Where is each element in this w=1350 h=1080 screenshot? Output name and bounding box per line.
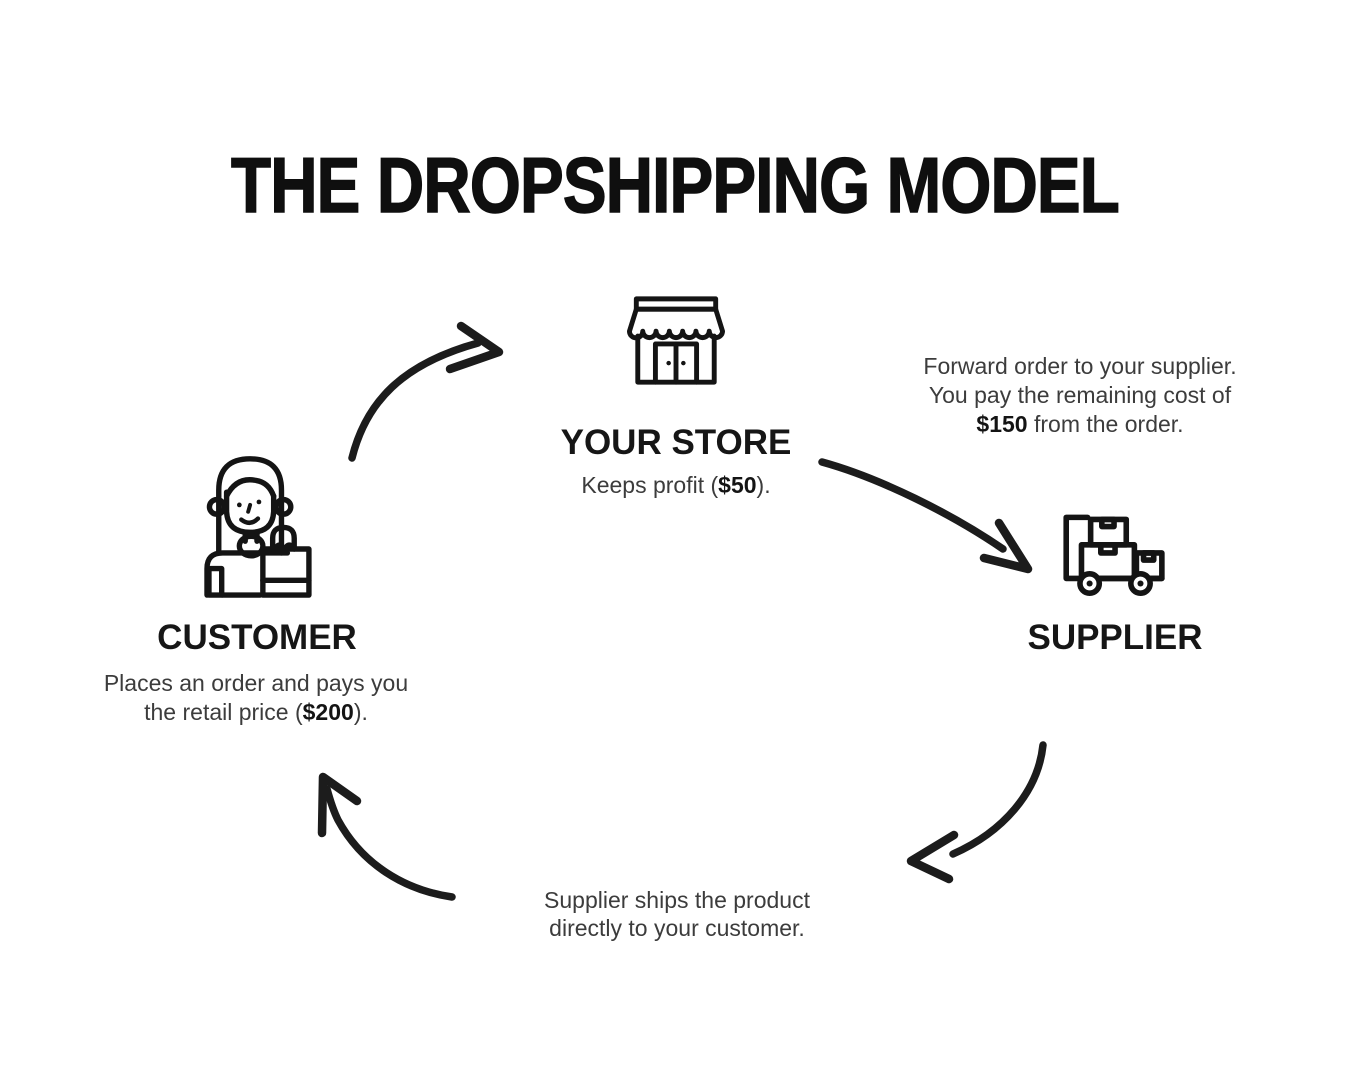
store-profit-amount: $50 xyxy=(718,472,757,498)
arrow-customer-to-store xyxy=(348,321,504,462)
shipping-line1: Supplier ships the product xyxy=(544,887,810,913)
delivery-cart-icon xyxy=(1054,511,1170,597)
store-desc-post: ). xyxy=(756,472,771,498)
forward-order-line2: You pay the remaining cost of xyxy=(928,382,1232,408)
forward-order-line1: Forward order to your supplier. xyxy=(923,353,1237,379)
arrow-shipping-to-customer xyxy=(317,772,456,901)
supplier-label: SUPPLIER xyxy=(1027,618,1203,657)
customer-desc-line1: Places an order and pays you xyxy=(103,670,409,696)
arrow-store-to-supplier xyxy=(818,458,1033,574)
supplier-cost-amount: $150 xyxy=(976,411,1028,437)
arrow-supplier-to-shipping xyxy=(906,741,1047,884)
forward-order-text: Forward order to your supplier. You pay t… xyxy=(895,352,1265,439)
store-label: YOUR STORE xyxy=(560,423,792,462)
customer-label: CUSTOMER xyxy=(157,618,357,657)
retail-price-amount: $200 xyxy=(302,699,354,725)
customer-description: Places an order and pays you the retail p… xyxy=(86,669,426,727)
forward-order-line3-post: from the order. xyxy=(1027,411,1184,437)
customer-desc-line2-pre: the retail price ( xyxy=(144,699,303,725)
shipping-line2: directly to your customer. xyxy=(549,915,805,941)
storefront-icon xyxy=(627,296,725,388)
store-description: Keeps profit ($50). xyxy=(526,471,826,500)
customer-desc-line2-post: ). xyxy=(353,699,368,725)
page-title: THE DROPSHIPPING MODEL xyxy=(230,140,1120,230)
store-desc-pre: Keeps profit ( xyxy=(581,472,719,498)
customer-icon xyxy=(197,451,315,598)
